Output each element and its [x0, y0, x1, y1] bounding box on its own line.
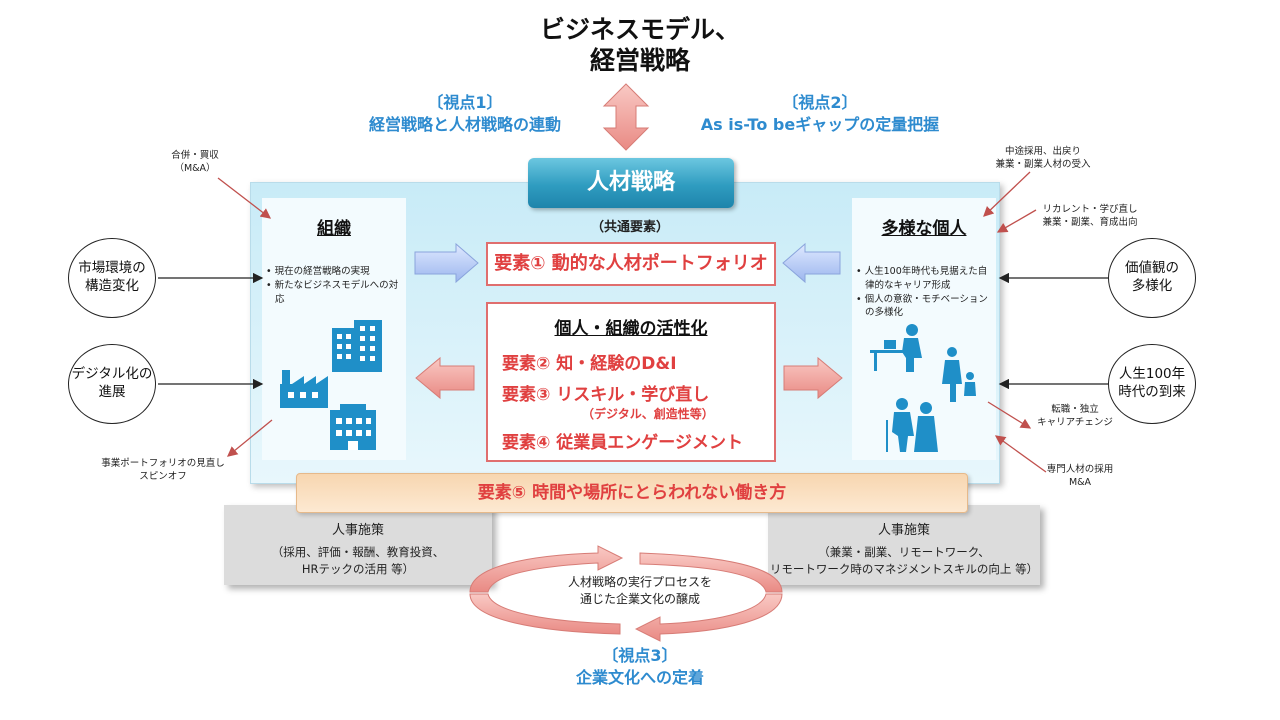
individual-bullet: 個人の意欲・モチベーションの多様化: [856, 293, 992, 321]
viewpoint-2-label: 〔視点2〕: [782, 93, 858, 112]
viewpoint-3: 〔視点3〕 企業文化への定着: [520, 645, 760, 688]
note-line: 合併・買収: [171, 150, 219, 161]
hr-measures-right-title: 人事施策: [877, 523, 930, 538]
circle-line: 人生100年: [1118, 366, 1186, 383]
note-line: 兼業・副業人材の受入: [995, 158, 1091, 170]
individual-bullet: 人生100年時代も見据えた自律的なキャリア形成: [856, 265, 992, 293]
viewpoint-1: 〔視点1〕 経営戦略と人材戦略の連動: [320, 92, 610, 135]
title-line-1: ビジネスモデル、: [539, 15, 740, 44]
note-jobchange: 転職・独立 キャリアチェンジ: [1020, 404, 1130, 430]
circle-market-change: 市場環境の構造変化: [68, 238, 156, 318]
hr-measures-right-line1: （兼業・副業、リモートワーク、: [818, 545, 990, 559]
page-title: ビジネスモデル、 経営戦略: [490, 14, 790, 77]
desk-worker-icon: [870, 324, 922, 372]
note-line: スピンオフ: [139, 470, 187, 482]
circle-line: 価値観の: [1125, 260, 1179, 277]
pink-arrow-right: [783, 356, 843, 400]
note-line: 専門人材の採用: [1046, 464, 1114, 475]
viewpoint-2: 〔視点2〕 As is-To beギャップの定量把握: [660, 92, 980, 135]
note-line: 転職・独立: [1051, 404, 1099, 415]
organization-bullet: 新たなビジネスモデルへの対応: [266, 279, 402, 307]
culture-cycle-text: 人材戦略の実行プロセスを 通じた企業文化の醸成: [520, 574, 760, 608]
jobchange-arrow: [987, 401, 1032, 429]
circle-line: 市場環境の: [78, 260, 146, 277]
organization-bullet: 現在の経営戦略の実現: [266, 265, 402, 279]
element-3: 要素③ リスキル・学び直し: [502, 385, 710, 405]
portfolio-arrow: [226, 419, 273, 457]
note-line: キャリアチェンジ: [1037, 416, 1113, 428]
hr-measures-right-line2: リモートワーク時のマネジメントスキルの向上 等）: [769, 561, 1039, 576]
building-icon: [332, 320, 382, 372]
culture-cycle-line2: 通じた企業文化の醸成: [579, 591, 700, 606]
circle-100-year-life: 人生100年時代の到来: [1108, 344, 1196, 424]
circle-line: 進展: [98, 384, 126, 400]
viewpoint-1-label: 〔視点1〕: [427, 93, 503, 112]
note-specialist: 専門人材の採用 M&A: [1030, 464, 1130, 490]
hr-measures-left-title: 人事施策: [331, 523, 384, 538]
circle-line: 構造変化: [85, 278, 139, 294]
elderly-couple-icon: [886, 398, 938, 452]
factory-icon: [280, 370, 328, 408]
note-line: 兼業・副業、育成出向: [1042, 216, 1138, 228]
note-line: 中途採用、出戻り: [1004, 146, 1081, 157]
viewpoint-1-text: 経営戦略と人材戦略の連動: [368, 114, 561, 134]
hr-strategy-header: 人材戦略: [528, 158, 734, 208]
cycle-arrow-left: [469, 593, 621, 635]
circle-value-diversity: 価値観の多様化: [1108, 238, 1196, 318]
hr-measures-left-line1: （採用、評価・報酬、教育投資、: [271, 545, 445, 559]
hr-measures-left: 人事施策 （採用、評価・報酬、教育投資、 HRテックの活用 等）: [224, 505, 492, 585]
note-line: 事業ポートフォリオの見直し: [101, 458, 225, 469]
organization-title: 組織: [317, 219, 351, 239]
hr-measures-right: 人事施策 （兼業・副業、リモートワーク、 リモートワーク時のマネジメントスキルの…: [768, 505, 1040, 585]
culture-cycle-line1: 人材戦略の実行プロセスを: [567, 575, 712, 589]
note-line: リカレント・学び直し: [1042, 204, 1138, 215]
viewpoint-3-label: 〔視点3〕: [602, 646, 678, 665]
cycle-arrow-top: [469, 545, 624, 593]
viewpoint-2-text: As is-To beギャップの定量把握: [700, 114, 940, 134]
viewpoint-3-text: 企業文化への定着: [575, 667, 704, 687]
cycle-arrow-bottom: [634, 593, 783, 642]
note-line: （M&A）: [174, 162, 216, 174]
note-portfolio: 事業ポートフォリオの見直し スピンオフ: [88, 458, 238, 484]
ma-arrow: [217, 177, 272, 219]
note-line: M&A: [1068, 476, 1092, 488]
individual-bullets: 人生100年時代も見据えた自律的なキャリア形成 個人の意欲・モチベーションの多様…: [856, 265, 992, 320]
note-recurrent: リカレント・学び直し 兼業・副業、育成出向: [1030, 204, 1150, 230]
cycle-arrow-right: [639, 552, 783, 593]
circle-digitalization: デジタル化の進展: [68, 344, 156, 424]
note-midcareer: 中途採用、出戻り 兼業・副業人材の受入: [976, 146, 1110, 172]
pink-arrow-left: [415, 356, 475, 400]
office-icon: [330, 404, 376, 450]
individual-title: 多様な個人: [881, 219, 967, 239]
element-3-sub: （デジタル、創造性等）: [582, 407, 714, 421]
common-elements-label: （共通要素）: [590, 220, 669, 235]
activation-box: 個人・組織の活性化 要素② 知・経験のD&I 要素③ リスキル・学び直し （デジ…: [486, 302, 776, 462]
blue-arrow-right: [414, 242, 479, 284]
blue-arrow-left: [782, 242, 841, 284]
element-1-box: 要素① 動的な人材ポートフォリオ: [486, 242, 776, 286]
circle-line: 時代の到来: [1118, 384, 1186, 400]
circle-line: デジタル化の: [71, 366, 153, 383]
specialist-arrow: [994, 435, 1047, 473]
organization-bullets: 現在の経営戦略の実現 新たなビジネスモデルへの対応: [266, 265, 402, 306]
parent-child-icon: [942, 347, 976, 402]
hr-measures-left-line2: HRテックの活用 等）: [301, 561, 415, 576]
element-4: 要素④ 従業員エンゲージメント: [502, 433, 743, 453]
circle-line: 多様化: [1131, 278, 1173, 294]
element-5-bar: 要素⑤ 時間や場所にとらわれない働き方: [296, 473, 968, 513]
midcareer-arrow: [983, 171, 1031, 217]
note-ma: 合併・買収 （M&A）: [150, 150, 240, 176]
title-line-2: 経営戦略: [589, 46, 690, 76]
activation-title: 個人・組織の活性化: [554, 319, 708, 339]
element-2: 要素② 知・経験のD&I: [502, 354, 677, 374]
recurrent-arrow: [996, 209, 1037, 233]
double-vertical-arrow: [602, 83, 650, 151]
